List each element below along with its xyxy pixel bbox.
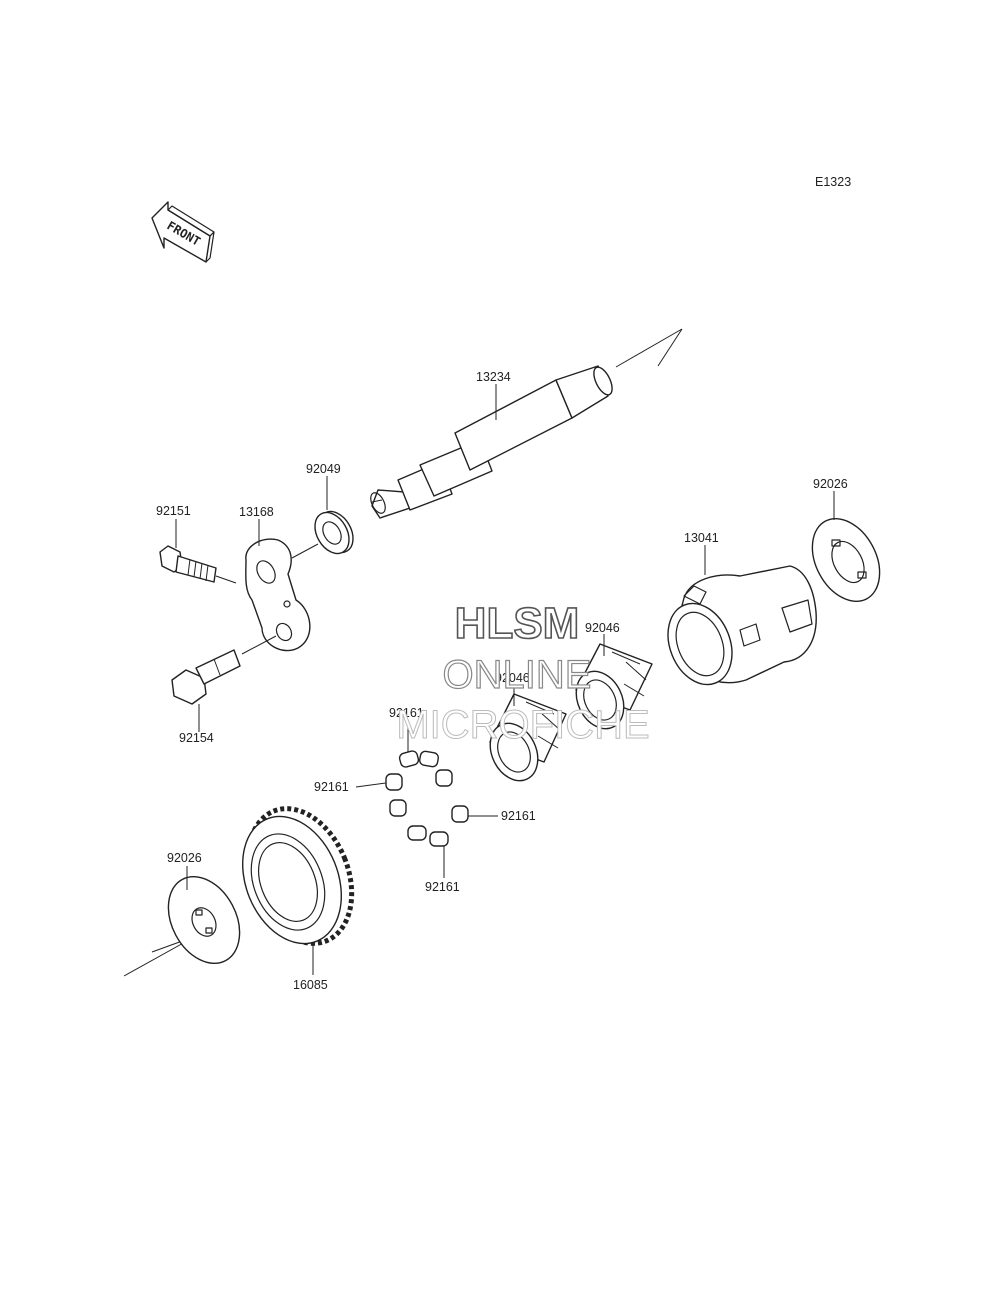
shaft-part-number: 13234 — [476, 370, 511, 384]
housing-part — [667, 565, 817, 686]
roller-right-part-number: 92161 — [501, 809, 536, 823]
left-circlip-part-number: 92026 — [167, 851, 202, 865]
upper-bolt-part-number: 92151 — [156, 504, 191, 518]
watermark-line1: HLSM — [455, 599, 580, 648]
gear-part — [242, 806, 355, 946]
diagram-code: E1323 — [815, 175, 851, 189]
left-circlip-part — [167, 875, 241, 965]
oil-seal-part — [314, 510, 354, 555]
needle-bearing-a-part — [575, 643, 653, 730]
lever-part — [245, 538, 311, 652]
shaft-axis-arrow-top — [615, 328, 683, 368]
lever-part-number: 13168 — [239, 505, 274, 519]
right-circlip-part — [811, 517, 881, 603]
lower-bolt-axis — [241, 635, 277, 655]
oil-seal-part-number: 92049 — [306, 462, 341, 476]
upper-bolt-axis — [215, 575, 237, 584]
housing-part-number: 13041 — [684, 531, 719, 545]
roller-left-leader — [355, 782, 387, 788]
lower-bolt-part-number: 92154 — [179, 731, 214, 745]
watermark-line3: MICROFICHE — [396, 703, 649, 747]
gear-part-number: 16085 — [293, 978, 328, 992]
right-circlip-part-number: 92026 — [813, 477, 848, 491]
shaft-part — [370, 365, 613, 519]
watermark-line2: ONLINE — [443, 653, 592, 697]
roller-bottom-part-number: 92161 — [425, 880, 460, 894]
needle-bearing-b-part-number: 92046 — [495, 671, 530, 685]
needle-bearing-b-part — [489, 693, 567, 782]
roller-set-part — [385, 750, 469, 847]
roller-left-part-number: 92161 — [314, 780, 349, 794]
oil-seal-axis — [291, 543, 319, 559]
lower-bolt-part — [171, 649, 241, 705]
roller-top-part-number: 92161 — [389, 706, 424, 720]
upper-bolt-part — [159, 545, 217, 583]
front-arrow-icon: FRONT — [151, 201, 215, 263]
watermark: HLSM ONLINE MICROFICHE — [396, 598, 650, 747]
needle-bearing-a-part-number: 92046 — [585, 621, 620, 635]
